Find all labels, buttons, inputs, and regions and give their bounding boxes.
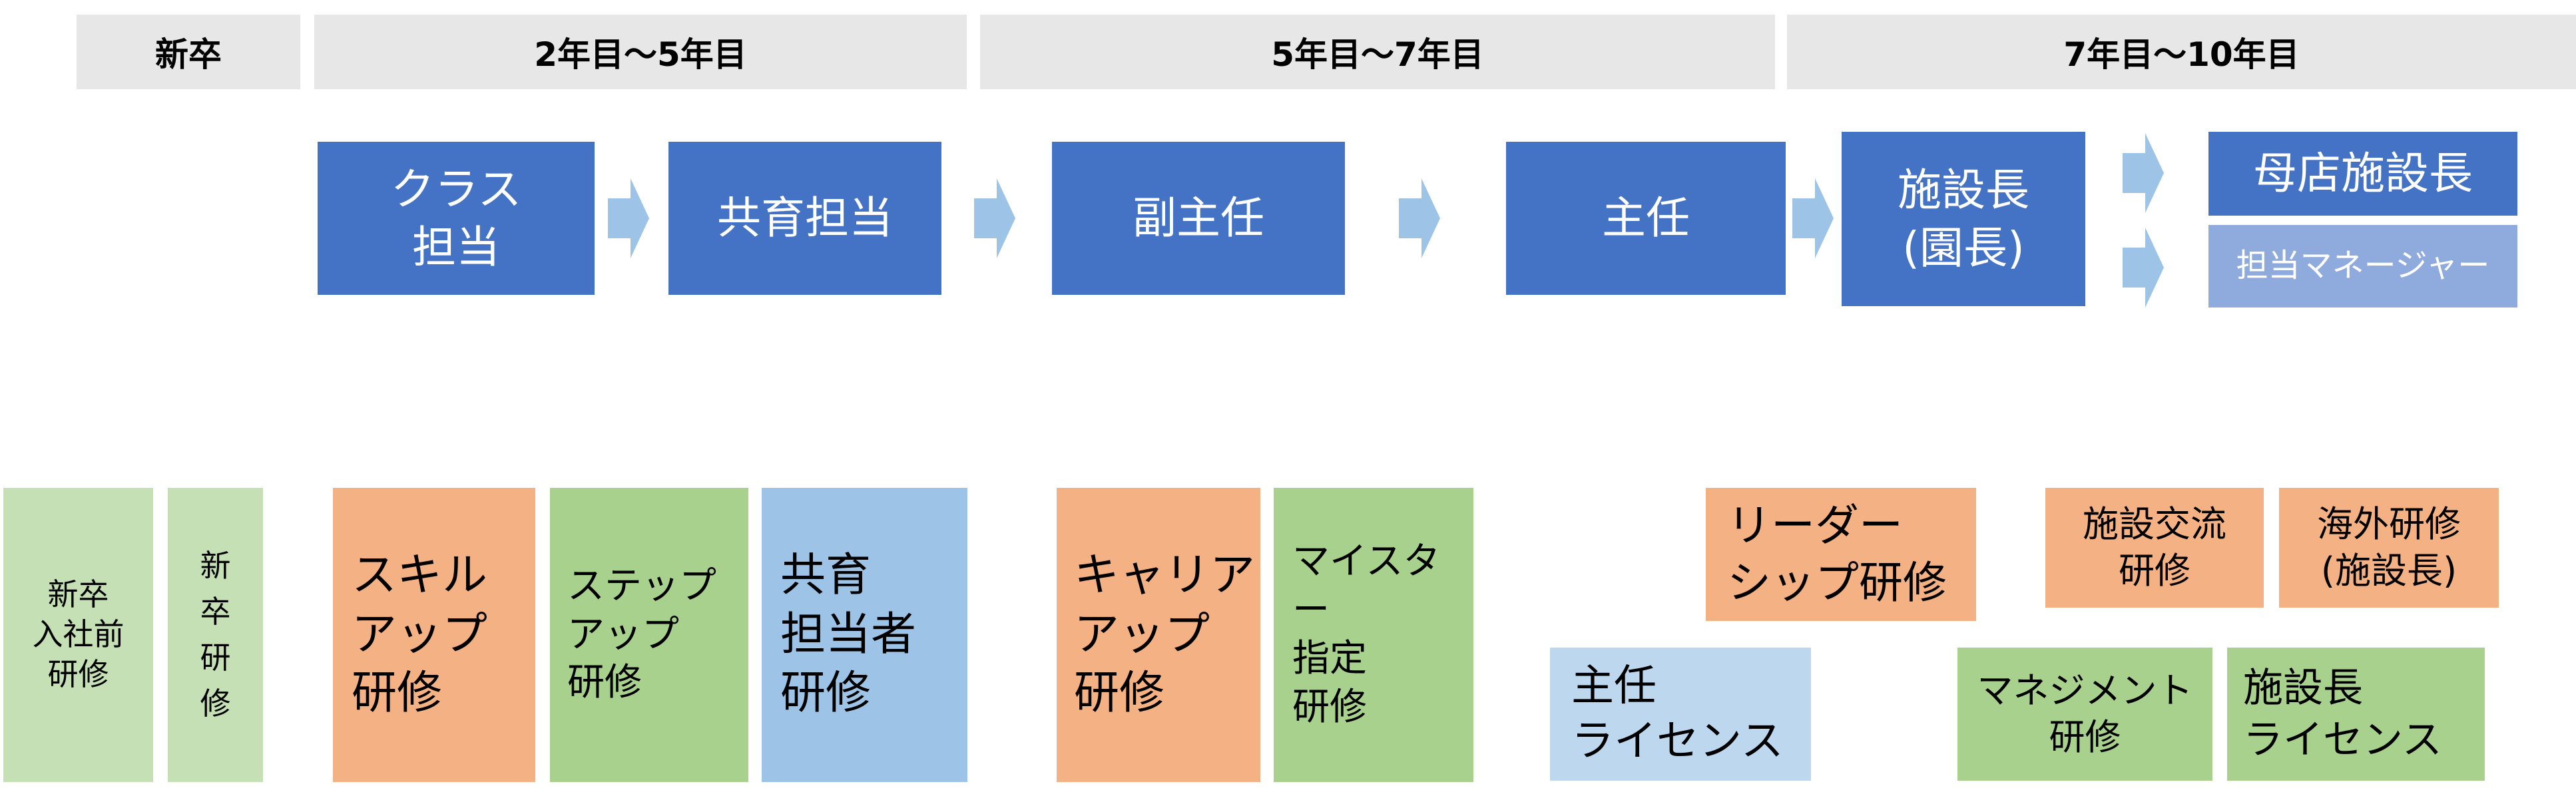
arrow-right-icon — [2123, 228, 2164, 307]
arrow-right-icon — [2123, 133, 2164, 213]
training-meister: マイスター 指定 研修 — [1274, 488, 1473, 782]
training-kaigai-kenshu: 海外研修 (施設長) — [2279, 488, 2499, 608]
training-leadership: リーダー シップ研修 — [1706, 488, 1976, 621]
training-shinsotsu-kenshu: 新 卒 研 修 — [168, 488, 263, 782]
arrow-right-icon — [974, 178, 1015, 258]
arrow-right-icon — [608, 178, 649, 258]
training-kyoiku-tantosha: 共育 担当者 研修 — [762, 488, 967, 782]
role-tanto-manager: 担当マネージャー — [2208, 225, 2517, 307]
role-boten-shisetsucho: 母店施設長 — [2208, 132, 2517, 216]
training-shinsotsu-nyusha: 新卒 入社前 研修 — [3, 488, 153, 782]
training-careerup: キャリア アップ 研修 — [1057, 488, 1260, 782]
training-shisetsu-koryu: 施設交流 研修 — [2045, 488, 2264, 608]
role-shisetsucho: 施設長 (園長) — [1842, 132, 2085, 306]
training-skillup: スキル アップ 研修 — [333, 488, 535, 782]
header-years-7-10: 7年目〜10年目 — [1787, 15, 2576, 89]
role-shunin: 主任 — [1506, 142, 1786, 295]
header-years-2-5: 2年目〜5年目 — [314, 15, 967, 89]
role-class-tanto: クラス 担当 — [318, 142, 595, 295]
header-years-5-7: 5年目〜7年目 — [980, 15, 1775, 89]
header-shinsotsu: 新卒 — [77, 15, 300, 89]
training-stepup: ステップ アップ 研修 — [550, 488, 748, 782]
arrow-right-icon — [1792, 178, 1834, 258]
role-fuku-shunin: 副主任 — [1052, 142, 1345, 295]
arrow-right-icon — [1399, 178, 1440, 258]
training-shunin-license: 主任 ライセンス — [1550, 648, 1811, 781]
training-shisetsucho-license: 施設長 ライセンス — [2227, 648, 2485, 781]
role-kyoiku-tanto: 共育担当 — [668, 142, 941, 295]
training-management: マネジメント 研修 — [1957, 648, 2212, 781]
